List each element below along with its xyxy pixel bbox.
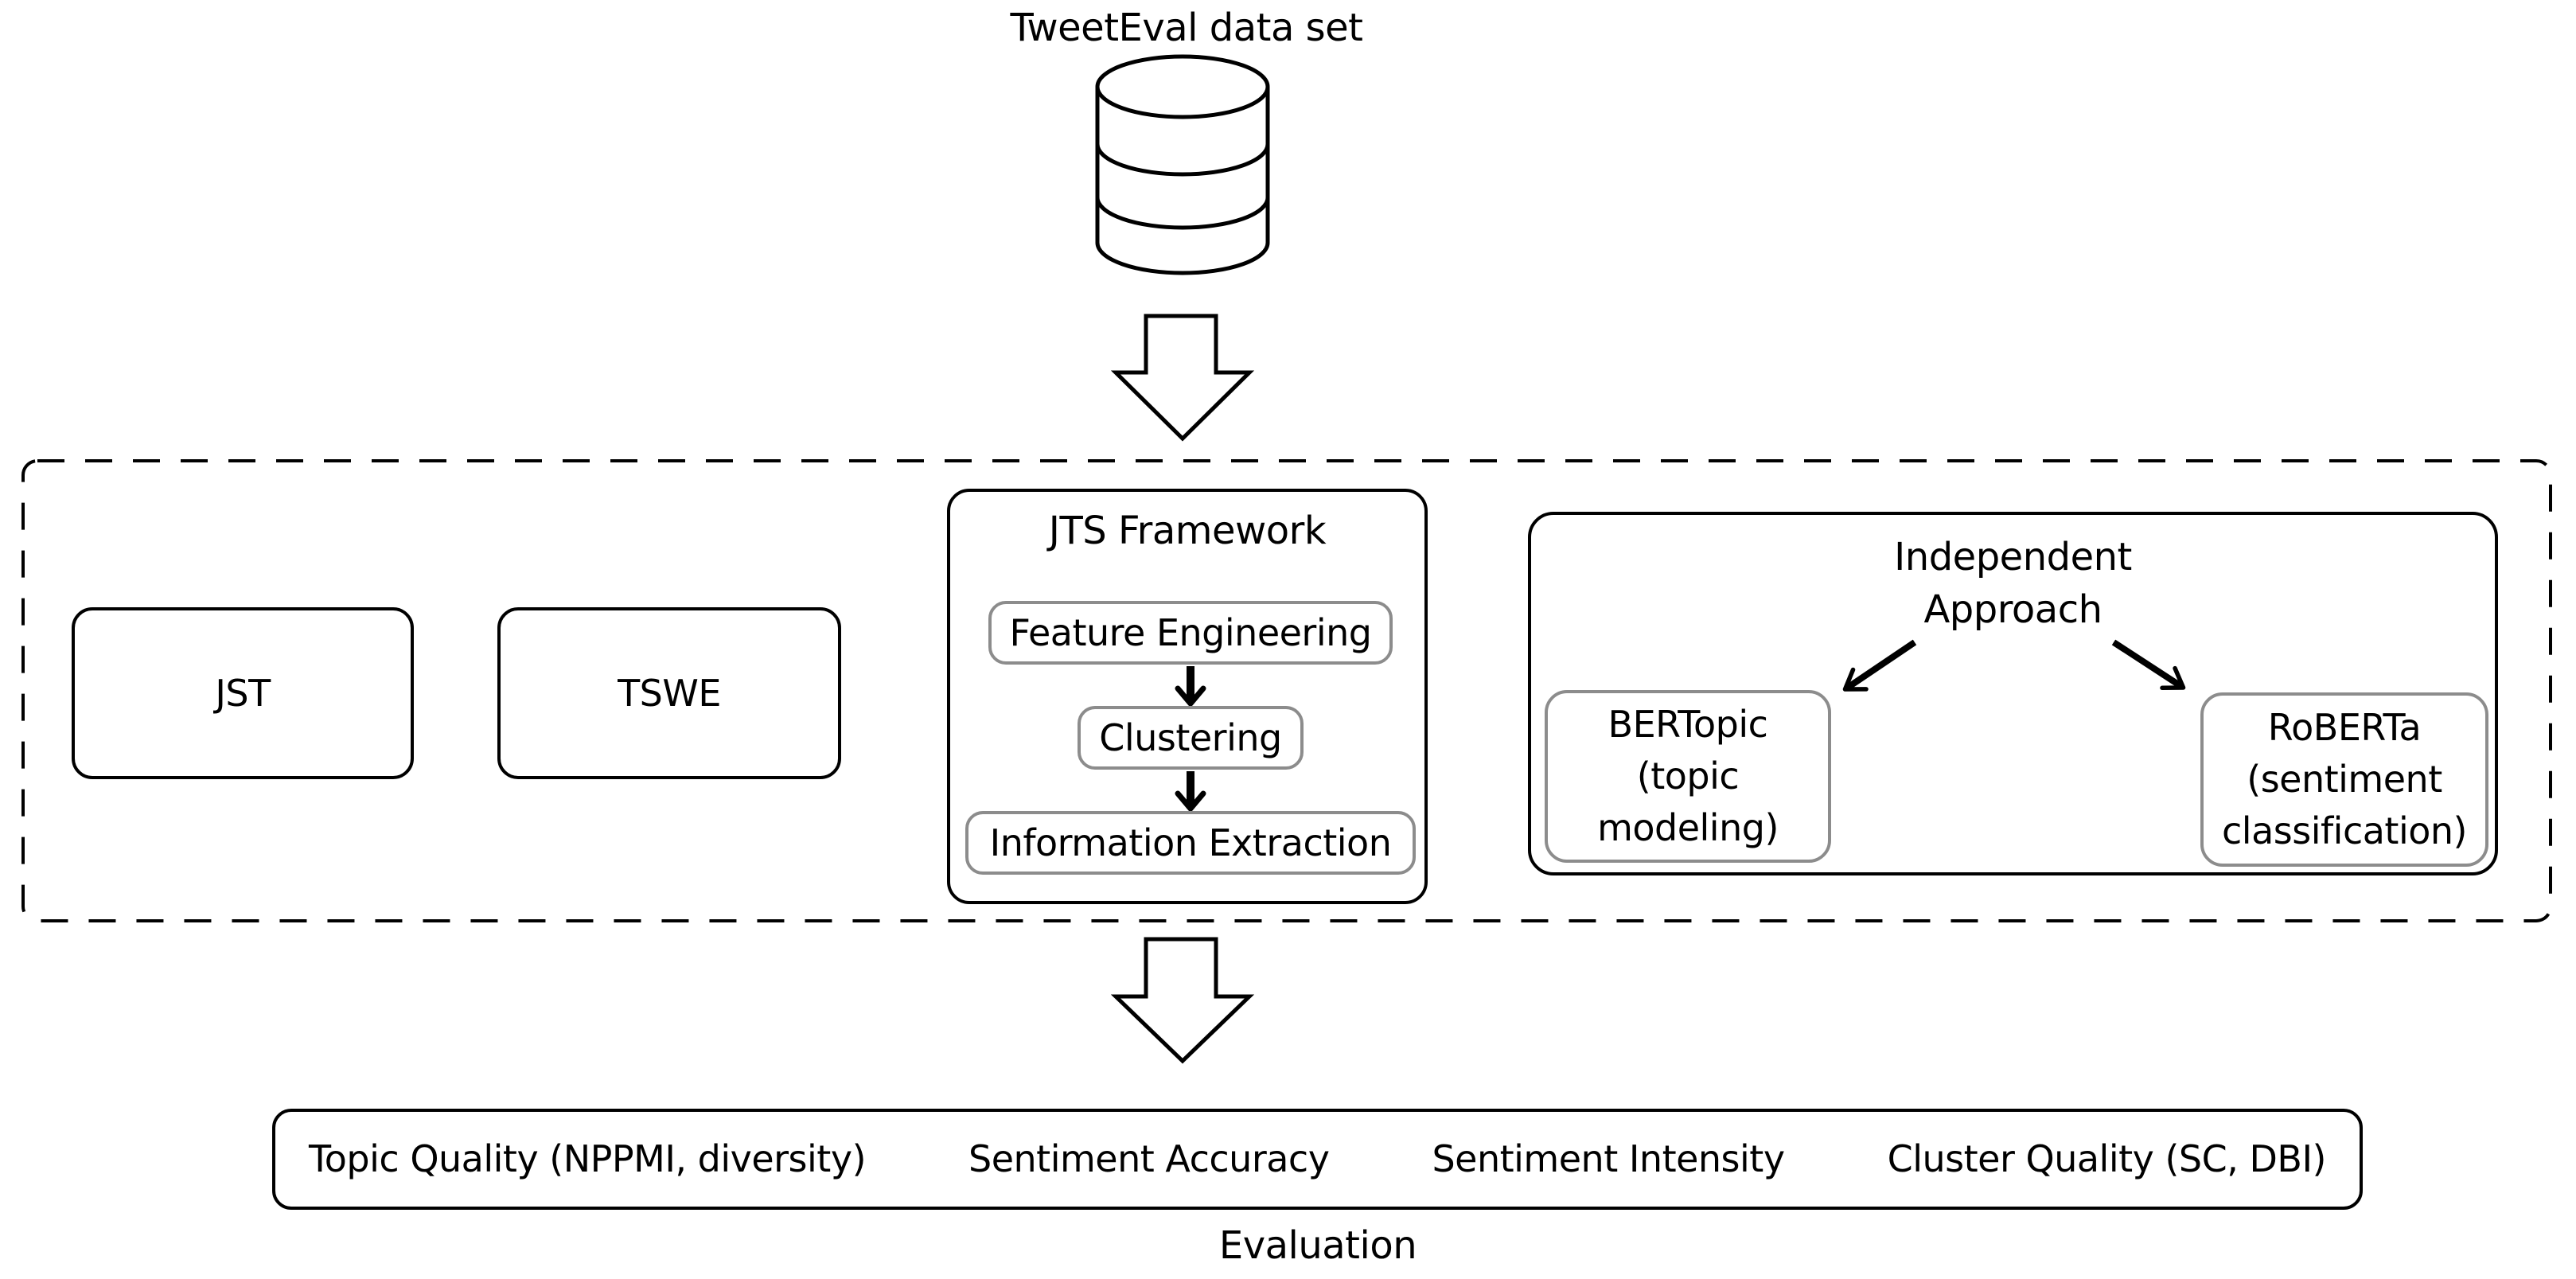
jst-node: JST (72, 607, 414, 779)
roberta-line1: RoBERTa (2267, 705, 2422, 749)
bertopic-line2: (topic (1636, 754, 1740, 797)
evaluation-node: Topic Quality (NPPMI, diversity) Sentime… (272, 1109, 2363, 1210)
eval-metric-sentiment-accuracy: Sentiment Accuracy (968, 1137, 1330, 1181)
tswe-node: TSWE (497, 607, 841, 779)
step-label: Feature Engineering (1009, 610, 1372, 654)
methods-scope-border (21, 459, 2552, 922)
flow-arrow-icon (1175, 666, 1206, 706)
independent-approach-node: Independent Approach BERTopic (topic mod… (1528, 512, 2498, 875)
independent-title-line2: Approach (1923, 587, 2102, 633)
roberta-line3: classification) (2222, 809, 2468, 853)
roberta-node: RoBERTa (sentiment classification) (2200, 692, 2488, 867)
bertopic-line1: BERTopic (1608, 702, 1768, 746)
step-information-extraction: Information Extraction (965, 811, 1416, 875)
database-icon (1095, 54, 1270, 275)
bertopic-node: BERTopic (topic modeling) (1545, 690, 1831, 863)
step-label: Clustering (1099, 716, 1282, 759)
independent-approach-title: Independent Approach (1531, 531, 2495, 642)
roberta-line2: (sentiment (2247, 757, 2442, 801)
tswe-label: TSWE (618, 671, 721, 715)
roberta-label: RoBERTa (sentiment classification) (2222, 702, 2468, 858)
eval-metric-topic-quality: Topic Quality (NPPMI, diversity) (309, 1137, 867, 1181)
down-arrow-icon (1111, 314, 1254, 442)
bertopic-line3: modeling) (1597, 806, 1779, 850)
jst-label: JST (215, 671, 271, 715)
step-label: Information Extraction (989, 821, 1392, 864)
down-arrow-icon (1111, 937, 1254, 1064)
step-feature-engineering: Feature Engineering (988, 601, 1393, 665)
independent-title-line1: Independent (1894, 535, 2132, 579)
dataset-title: TweetEval data set (1010, 6, 1364, 50)
eval-metric-sentiment-intensity: Sentiment Intensity (1432, 1137, 1785, 1181)
evaluation-caption: Evaluation (1218, 1223, 1417, 1268)
branch-arrows-icon (1842, 639, 2186, 692)
flow-arrow-icon (1175, 771, 1206, 811)
jts-framework-title: JTS Framework (1048, 509, 1327, 553)
step-clustering: Clustering (1078, 706, 1304, 770)
eval-metric-cluster-quality: Cluster Quality (SC, DBI) (1887, 1137, 2327, 1181)
bertopic-label: BERTopic (topic modeling) (1597, 699, 1779, 855)
jts-framework-node: JTS Framework Feature Engineering Cluste… (947, 489, 1428, 904)
